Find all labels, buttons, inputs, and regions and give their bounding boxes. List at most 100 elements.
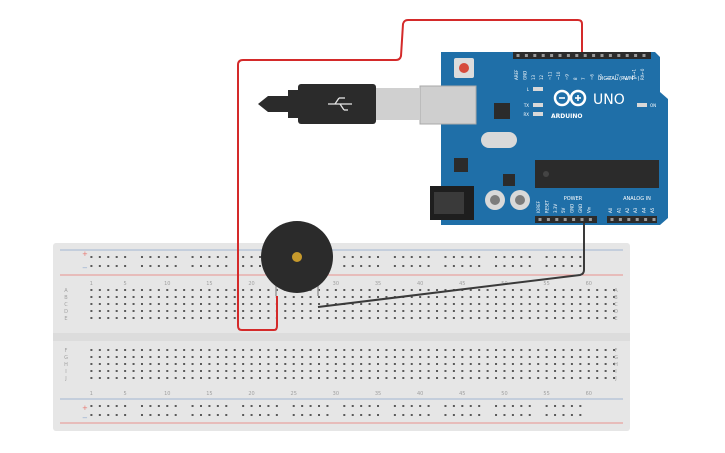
header-pin[interactable] xyxy=(610,218,614,221)
pin-label: 8 xyxy=(573,77,578,80)
header-pin[interactable] xyxy=(627,218,631,221)
header-pin[interactable] xyxy=(617,54,621,57)
header-pin[interactable] xyxy=(575,54,579,57)
column-number-bottom: 40 xyxy=(417,391,423,397)
row-letter: H xyxy=(64,362,68,368)
column-number-bottom: 25 xyxy=(291,391,297,397)
usb-jack xyxy=(419,85,477,125)
header-pin[interactable] xyxy=(541,54,545,57)
header-pin[interactable] xyxy=(600,54,604,57)
header-pin[interactable] xyxy=(625,54,629,57)
crystal-oscillator xyxy=(481,132,517,148)
header-pin[interactable] xyxy=(635,218,639,221)
arduino-logo-icon xyxy=(553,89,587,107)
header-pin[interactable] xyxy=(524,54,528,57)
led-label-on: ON xyxy=(650,103,656,108)
header-pin[interactable] xyxy=(566,54,570,57)
row-letter: B xyxy=(614,295,618,301)
column-number-top: 1 xyxy=(90,281,93,287)
column-number-bottom: 50 xyxy=(501,391,507,397)
piezo-buzzer xyxy=(261,221,333,296)
pin-label: 5V xyxy=(561,207,566,213)
row-letter: J xyxy=(614,376,616,382)
header-pin[interactable] xyxy=(546,218,550,221)
reset-button-cap[interactable] xyxy=(459,63,469,73)
pin-label: GND xyxy=(570,204,575,213)
pin-label: ~5 xyxy=(598,74,603,80)
svg-text:−: − xyxy=(82,414,88,422)
header-pin[interactable] xyxy=(516,54,520,57)
pin-label: A2 xyxy=(625,207,630,213)
column-number-top: 35 xyxy=(375,281,381,287)
column-number-bottom: 15 xyxy=(206,391,212,397)
row-letter: F xyxy=(65,348,68,354)
pin-label: 13 xyxy=(531,74,536,80)
led-tx xyxy=(533,103,543,107)
row-letter: C xyxy=(64,302,68,308)
pin-label: RESET xyxy=(544,200,549,213)
column-number-top: 20 xyxy=(248,281,254,287)
pin-label: GND xyxy=(578,204,583,213)
red-wire[interactable] xyxy=(237,19,583,331)
analog-label: ANALOG IN xyxy=(623,196,651,202)
header-pin[interactable] xyxy=(634,54,638,57)
black-wire[interactable] xyxy=(317,223,585,308)
header-pin[interactable] xyxy=(538,218,542,221)
usb-symbol-icon xyxy=(328,97,352,111)
row-letter: J xyxy=(64,376,66,382)
header-pin[interactable] xyxy=(555,218,559,221)
svg-text:−: − xyxy=(82,264,88,272)
digital-label: DIGITAL (PWM~) xyxy=(598,76,640,82)
header-pin[interactable] xyxy=(644,218,648,221)
header-pin[interactable] xyxy=(652,218,656,221)
pin-label: A3 xyxy=(633,207,638,213)
svg-text:+: + xyxy=(82,404,88,412)
header-pin[interactable] xyxy=(592,54,596,57)
led-rx xyxy=(533,112,543,116)
pin-label: RX←0 xyxy=(640,68,645,80)
header-pin[interactable] xyxy=(563,218,567,221)
header-pin[interactable] xyxy=(642,54,646,57)
header-pin[interactable] xyxy=(618,218,622,221)
pin-label: AREF xyxy=(514,69,519,80)
pin-label: 12 xyxy=(539,74,544,80)
pin-label: ~10 xyxy=(556,71,561,80)
pin-label: 2 xyxy=(623,77,628,80)
header-pin[interactable] xyxy=(608,54,612,57)
row-letter: D xyxy=(614,309,618,315)
row-letter: D xyxy=(64,309,68,315)
column-number-bottom: 10 xyxy=(164,391,170,397)
column-number-top: 10 xyxy=(164,281,170,287)
column-number-bottom: 60 xyxy=(586,391,592,397)
svg-text:+: + xyxy=(82,250,88,258)
header-pin[interactable] xyxy=(588,218,592,221)
pin-label: 3.3V xyxy=(553,204,558,213)
column-number-bottom: 20 xyxy=(248,391,254,397)
breadboard-holes xyxy=(90,256,616,416)
column-number-bottom: 5 xyxy=(124,391,127,397)
breadboard-center-channel xyxy=(53,333,630,341)
row-letter: C xyxy=(614,302,618,308)
header-pin[interactable] xyxy=(533,54,537,57)
row-letter: G xyxy=(614,355,618,361)
led-l xyxy=(533,87,543,91)
digital-header xyxy=(513,52,651,59)
pin-label: 4 xyxy=(606,77,611,80)
pin-label: ~6 xyxy=(590,74,595,80)
header-pin[interactable] xyxy=(580,218,584,221)
power-label: POWER xyxy=(564,196,583,202)
column-number-bottom: 35 xyxy=(375,391,381,397)
header-pin[interactable] xyxy=(583,54,587,57)
usb-cable-plug xyxy=(258,84,420,124)
header-pin[interactable] xyxy=(550,54,554,57)
row-letter: E xyxy=(614,316,617,322)
breadboard-rail-markers: + − + − xyxy=(82,250,88,422)
led-on xyxy=(637,103,647,107)
column-number-bottom: 55 xyxy=(543,391,549,397)
row-letter: A xyxy=(614,288,618,294)
header-pin[interactable] xyxy=(558,54,562,57)
header-pin[interactable] xyxy=(572,218,576,221)
